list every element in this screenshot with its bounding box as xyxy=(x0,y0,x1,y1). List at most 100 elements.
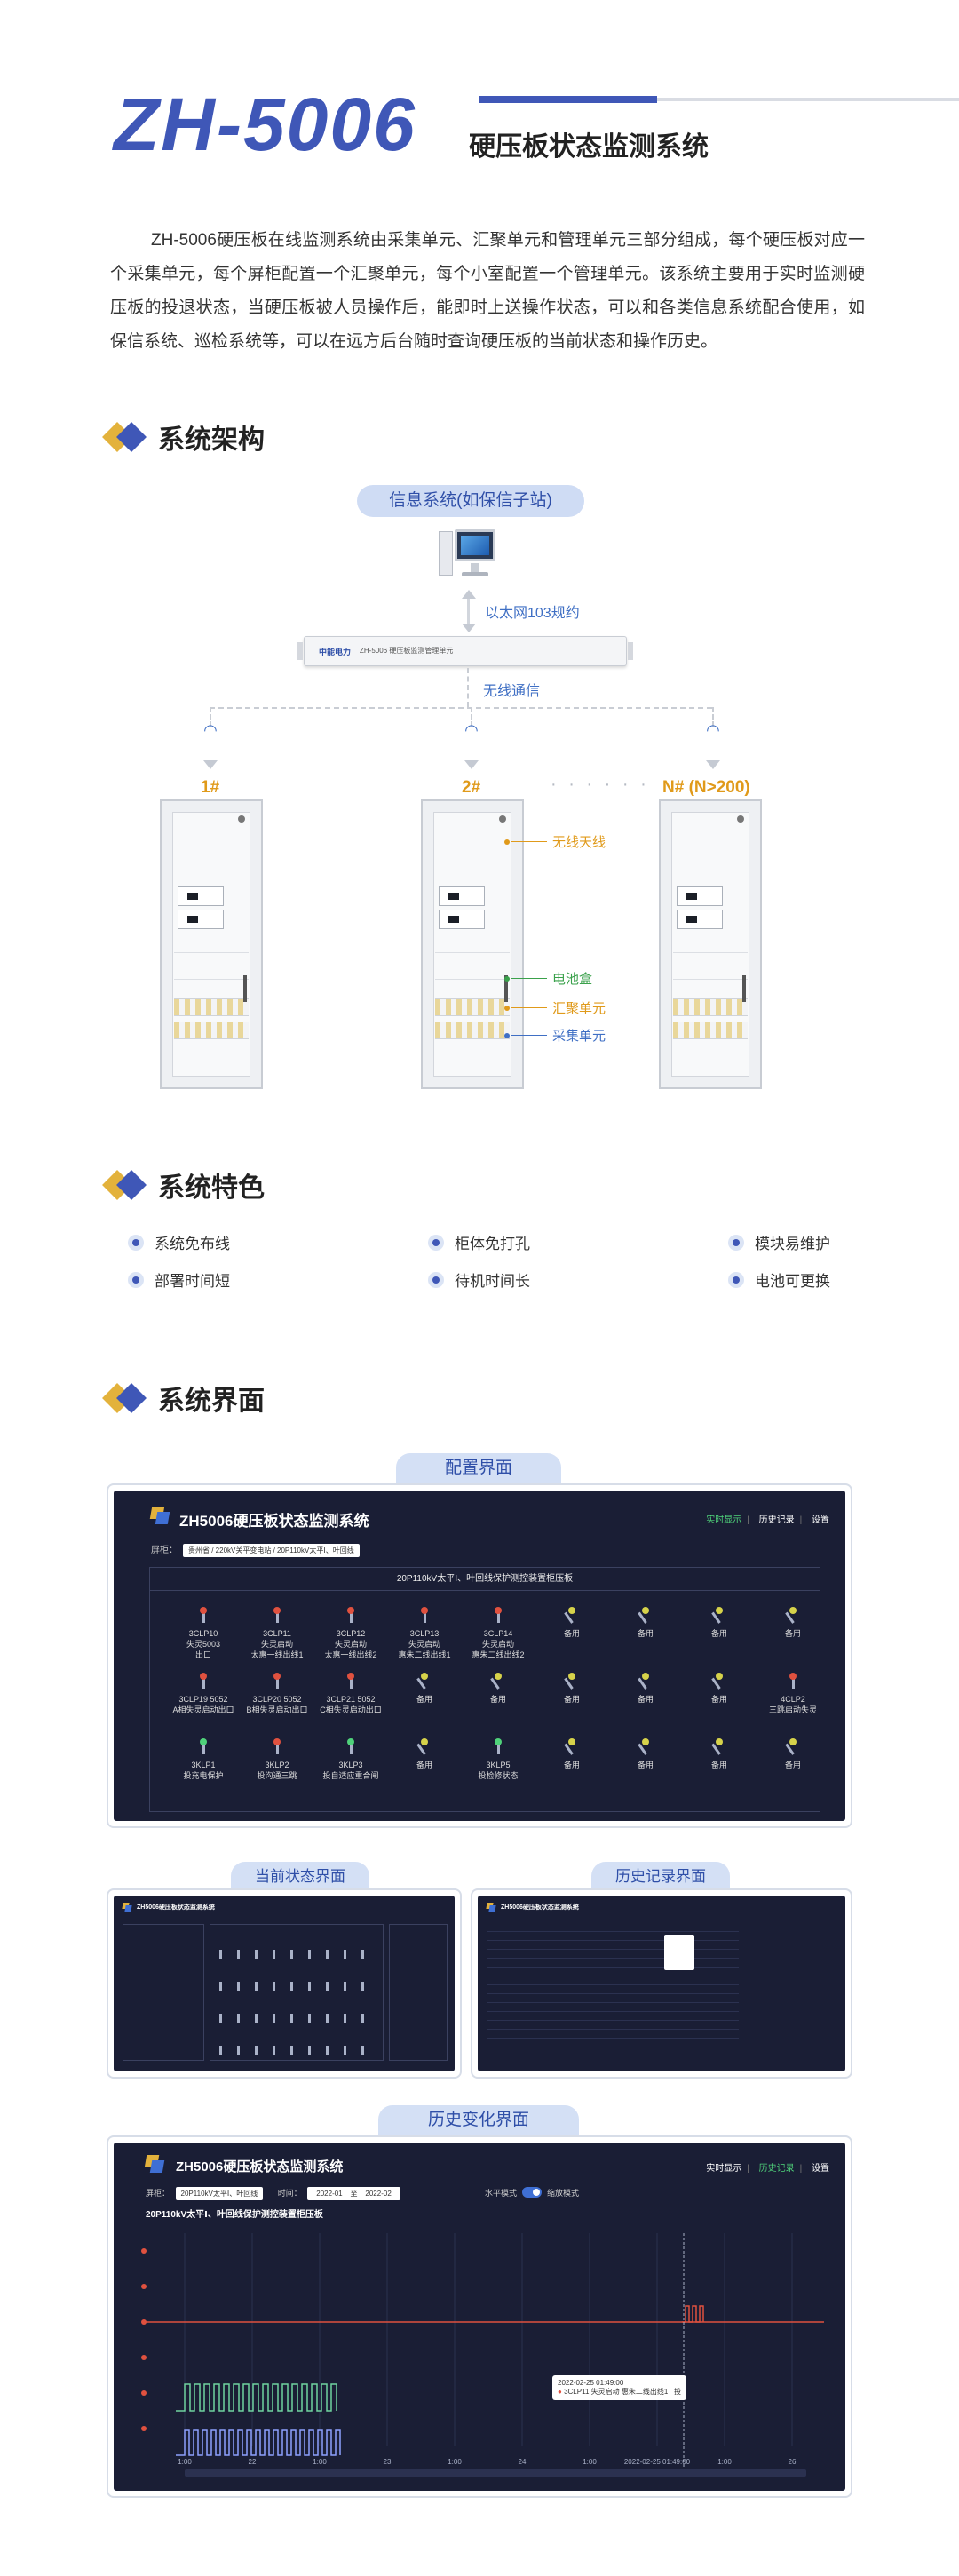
table-row xyxy=(487,2002,739,2003)
change-screen-frame: ZH5006硬压板状态监测系统 实时显示| 历史记录| 设置 屏柜： 20P11… xyxy=(107,2135,852,2498)
pressure-plate-switch[interactable]: 备用 xyxy=(610,1607,681,1639)
bullet-icon xyxy=(728,1271,744,1288)
wireless-drop-2 xyxy=(471,707,472,727)
table-row xyxy=(487,2038,739,2039)
switch-icon xyxy=(344,1738,358,1754)
pressure-plate-switch[interactable]: 备用 xyxy=(684,1673,755,1705)
mini-switch-icon xyxy=(219,1982,222,1991)
arrow-down-icon xyxy=(462,624,476,632)
bullet-icon xyxy=(128,1271,144,1288)
cabinet-select[interactable]: 20P110kV太平Ⅰ、叶回线 xyxy=(175,2187,264,2200)
config-screen-tab: 配置界面 xyxy=(396,1453,561,1483)
mini-switch-icon xyxy=(308,2046,311,2055)
pressure-plate-switch[interactable]: 备用 xyxy=(610,1673,681,1705)
mini-switch-icon xyxy=(326,2014,329,2023)
x-tick-label: 22 xyxy=(249,2458,257,2466)
wireless-drop-1 xyxy=(210,707,211,727)
antenna-annotation: 无线天线 xyxy=(504,832,606,851)
wireless-comm-label: 无线通信 xyxy=(483,684,541,699)
date-range-picker[interactable]: 2022-01 至 2022-02 xyxy=(307,2187,400,2200)
nav-settings[interactable]: 设置 xyxy=(812,1515,829,1525)
mini-switch-icon xyxy=(344,2046,346,2055)
pressure-plate-switch[interactable]: 备用 xyxy=(757,1738,828,1770)
bullet-icon xyxy=(728,1234,744,1251)
pressure-plate-switch[interactable]: 备用 xyxy=(536,1738,607,1770)
nav-realtime[interactable]: 实时显示 xyxy=(706,2164,742,2174)
mini-switch-icon xyxy=(219,2014,222,2023)
switch-icon xyxy=(196,1673,210,1689)
acquisition-annotation: 采集单元 xyxy=(504,1026,606,1045)
pressure-plate-switch[interactable]: 备用 xyxy=(684,1607,755,1639)
mini-switch-icon xyxy=(326,2046,329,2055)
switch-icon xyxy=(270,1738,284,1754)
wireless-drop-n xyxy=(712,707,714,727)
nav-history[interactable]: 历史记录 xyxy=(758,1515,795,1525)
section-title: 系统界面 xyxy=(158,1387,265,1416)
cabinet-path-select[interactable]: 贵州省 / 220kV关平变电站 / 20P110kV太平Ⅰ、叶回线 xyxy=(183,1544,360,1557)
table-row xyxy=(487,2011,739,2012)
diamond-icon xyxy=(102,421,153,453)
nav-realtime[interactable]: 实时显示 xyxy=(706,1515,742,1525)
mini-switch-icon xyxy=(219,1950,222,1959)
pressure-plate-switch[interactable]: 备用 xyxy=(463,1673,534,1705)
mode-toggle[interactable] xyxy=(522,2187,542,2198)
mini-switch-icon xyxy=(326,1982,329,1991)
switch-icon xyxy=(711,1607,726,1624)
app-title: ZH5006硬压板状态监测系统 xyxy=(179,1513,369,1530)
switch-icon xyxy=(196,1607,210,1623)
mini-switch-icon xyxy=(290,1950,293,1959)
section-title: 系统特色 xyxy=(158,1173,265,1203)
feature-item: 系统免布线 xyxy=(128,1231,230,1253)
chart-title: 20P110kV太平Ⅰ、叶回线保护测控装置柜压板 xyxy=(146,2210,323,2220)
x-tick-label: 23 xyxy=(384,2458,392,2466)
pressure-plate-switch[interactable]: 备用 xyxy=(610,1738,681,1770)
table-row xyxy=(487,1958,739,1959)
row-marker xyxy=(141,2390,147,2396)
nav-settings[interactable]: 设置 xyxy=(812,2164,829,2174)
switch-icon xyxy=(638,1607,653,1624)
switch-icon xyxy=(564,1607,579,1624)
nav-history[interactable]: 历史记录 xyxy=(758,2164,795,2174)
pressure-plate-switch[interactable]: 备用 xyxy=(684,1738,755,1770)
top-nav: 实时显示| 历史记录| 设置 xyxy=(706,2164,829,2174)
filter-dropdown[interactable] xyxy=(664,1935,694,1970)
switch-icon xyxy=(490,1673,505,1690)
tooltip-time: 2022-02-25 01:49:00 xyxy=(558,2379,624,2387)
mini-switch-icon xyxy=(361,2046,364,2055)
arrow-down-icon xyxy=(464,760,479,769)
app-logo-icon xyxy=(122,1903,133,1913)
pressure-plate-switch[interactable]: 备用 xyxy=(389,1673,460,1705)
table-row xyxy=(487,1940,739,1941)
zoom-scrollbar xyxy=(185,2469,806,2477)
computer-icon xyxy=(439,526,497,579)
pressure-plate-switch[interactable]: 备用 xyxy=(389,1738,460,1770)
pressure-plate-switch[interactable]: 备用 xyxy=(757,1607,828,1639)
pressure-plate-switch[interactable]: 备用 xyxy=(536,1607,607,1639)
app-title: ZH5006硬压板状态监测系统 xyxy=(137,1904,215,1911)
change-screen-tab: 历史变化界面 xyxy=(378,2105,579,2135)
more-cabinets-dots: · · · · · · xyxy=(551,775,650,794)
wireless-link xyxy=(467,668,469,707)
status-screen-frame: ZH5006硬压板状态监测系统 xyxy=(107,1888,462,2079)
wifi-icon: ◠ xyxy=(203,721,218,739)
arrow-up-icon xyxy=(462,590,476,599)
pressure-plate-switch[interactable]: 备用 xyxy=(536,1673,607,1705)
header-accent-line xyxy=(657,98,959,101)
switch-icon xyxy=(564,1738,579,1755)
status-sidebar xyxy=(123,1924,204,2061)
